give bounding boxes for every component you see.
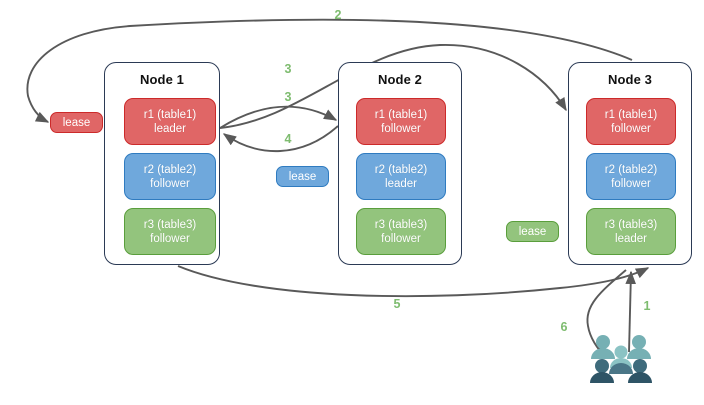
node-1-title: Node 1 — [140, 72, 184, 87]
node-2-replica-r1[interactable]: r1 (table1) follower — [356, 98, 446, 145]
edge-3-upper-arrow — [219, 44, 567, 129]
lease-badge-r3[interactable]: lease — [506, 221, 559, 242]
node-2-replica-r2[interactable]: r2 (table2) leader — [356, 153, 446, 200]
node-3-replica-r2-role: follower — [611, 177, 651, 190]
edge-1-arrow — [625, 270, 637, 353]
node-2-replica-r3-role: follower — [381, 232, 421, 245]
edge-label-2: 2 — [334, 8, 342, 22]
node-2-container[interactable]: Node 2 r1 (table1) follower r2 (table2) … — [338, 62, 462, 265]
node-3-replica-r1-name: r1 (table1) — [604, 108, 658, 121]
edge-3-lower-arrow — [219, 105, 338, 129]
edge-4-arrow — [222, 125, 339, 152]
edge-2-arrow — [26, 18, 633, 123]
edge-label-6: 6 — [560, 320, 568, 334]
edge-label-1: 1 — [643, 299, 651, 313]
lease-badge-r2[interactable]: lease — [276, 166, 329, 187]
node-2-replica-r2-role: leader — [385, 177, 417, 190]
node-1-replica-r2-name: r2 (table2) — [143, 163, 197, 176]
node-2-replica-r3-name: r3 (table3) — [374, 218, 428, 231]
edge-label-3-lower: 3 — [284, 90, 292, 104]
node-1-replica-r1-name: r1 (table1) — [143, 108, 197, 121]
lease-badge-r1[interactable]: lease — [50, 112, 103, 133]
node-1-replica-r3-name: r3 (table3) — [143, 218, 197, 231]
node-3-replica-r2[interactable]: r2 (table2) follower — [586, 153, 676, 200]
node-1-replica-r2-role: follower — [150, 177, 190, 190]
users-icon[interactable] — [588, 334, 654, 388]
node-1-replica-r3-role: follower — [150, 232, 190, 245]
edge-5-arrow — [177, 265, 650, 298]
node-1-replica-r2[interactable]: r2 (table2) follower — [124, 153, 216, 200]
edge-label-4: 4 — [284, 132, 292, 146]
node-3-replica-r3[interactable]: r3 (table3) leader — [586, 208, 676, 255]
node-3-replica-r1-role: follower — [611, 122, 651, 135]
node-3-replica-r2-name: r2 (table2) — [604, 163, 658, 176]
node-3-title: Node 3 — [608, 72, 652, 87]
node-3-replica-r1[interactable]: r1 (table1) follower — [586, 98, 676, 145]
users-icon-svg — [590, 335, 652, 383]
node-1-container[interactable]: Node 1 r1 (table1) leader r2 (table2) fo… — [104, 62, 220, 265]
edge-6-arrow — [586, 269, 627, 359]
node-3-replica-r3-role: leader — [615, 232, 647, 245]
node-2-replica-r2-name: r2 (table2) — [374, 163, 428, 176]
node-3-replica-r3-name: r3 (table3) — [604, 218, 658, 231]
node-1-replica-r3[interactable]: r3 (table3) follower — [124, 208, 216, 255]
node-2-replica-r1-name: r1 (table1) — [374, 108, 428, 121]
edge-label-3-upper: 3 — [284, 62, 292, 76]
node-1-replica-r1[interactable]: r1 (table1) leader — [124, 98, 216, 145]
node-1-replica-r1-role: leader — [154, 122, 186, 135]
edge-label-5: 5 — [393, 297, 401, 311]
node-2-replica-r3[interactable]: r3 (table3) follower — [356, 208, 446, 255]
node-3-container[interactable]: Node 3 r1 (table1) follower r2 (table2) … — [568, 62, 692, 265]
node-2-replica-r1-role: follower — [381, 122, 421, 135]
node-2-title: Node 2 — [378, 72, 422, 87]
